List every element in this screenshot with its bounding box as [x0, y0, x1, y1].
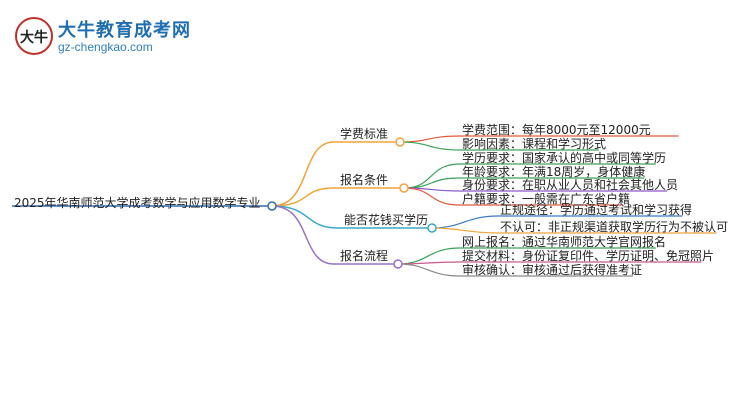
leaf-label: 户籍要求：一般需在广东省户籍	[462, 192, 631, 206]
leaf-label: 学费范围：每年8000元至12000元	[462, 123, 651, 137]
branch-toggle-0[interactable]	[395, 137, 405, 147]
leaf-link-1-1	[403, 177, 461, 189]
leaf-link-0-1	[399, 141, 461, 151]
bull-logo-icon: 大牛	[15, 17, 53, 55]
leaf-label: 学历要求：国家承认的高中或同等学历	[462, 151, 667, 165]
root-toggle[interactable]	[267, 201, 277, 211]
branch-label: 报名流程	[340, 249, 389, 263]
branch-link-0	[271, 141, 335, 207]
logo-title: 大牛教育成考网	[58, 20, 191, 41]
logo-glyph: 大牛	[20, 29, 48, 46]
leaf-link-1-3	[403, 187, 461, 206]
leaf-link-1-0	[403, 163, 461, 189]
leaf-label: 身份要求：在职从业人员和社会其他人员	[462, 178, 679, 192]
branch-label: 能否花钱买学历	[344, 213, 429, 227]
leaf-label: 不认可：非正规渠道获取学历行为不被认可	[500, 220, 729, 234]
leaf-label: 年龄要求：年满18周岁，身体健康	[462, 165, 646, 179]
branch-toggle-1[interactable]	[399, 183, 409, 193]
leaf-link-2-1	[431, 227, 499, 234]
leaf-label: 正规途径：学历通过考试和学习获得	[500, 203, 693, 217]
leaf-link-0-0	[399, 135, 461, 143]
branch-link-1	[271, 187, 335, 207]
leaf-label: 审核确认：审核通过后获得准考证	[462, 263, 643, 277]
branch-label: 报名条件	[340, 173, 389, 187]
mindmap-root: 2025年华南师范大学成考数学与应用数学专业	[14, 196, 261, 210]
branch-label: 学费标准	[340, 127, 389, 141]
branch-link-3	[271, 205, 335, 265]
branch-toggle-3[interactable]	[393, 259, 403, 269]
leaf-label: 网上报名：通过华南师范大学官网报名	[462, 235, 667, 249]
branch-toggle-2[interactable]	[427, 223, 437, 233]
logo-url[interactable]: gz-chengkao.com	[58, 40, 153, 54]
branch-link-2	[271, 205, 339, 229]
leaf-label: 提交材料：身份证复印件、学历证明、免冠照片	[462, 249, 715, 263]
leaf-label: 影响因素：课程和学习形式	[462, 137, 607, 151]
leaf-link-3-2	[397, 263, 461, 277]
leaf-link-2-0	[431, 215, 499, 229]
site-logo[interactable]: 大牛 大牛教育成考网 gz-chengkao.com	[14, 14, 214, 62]
